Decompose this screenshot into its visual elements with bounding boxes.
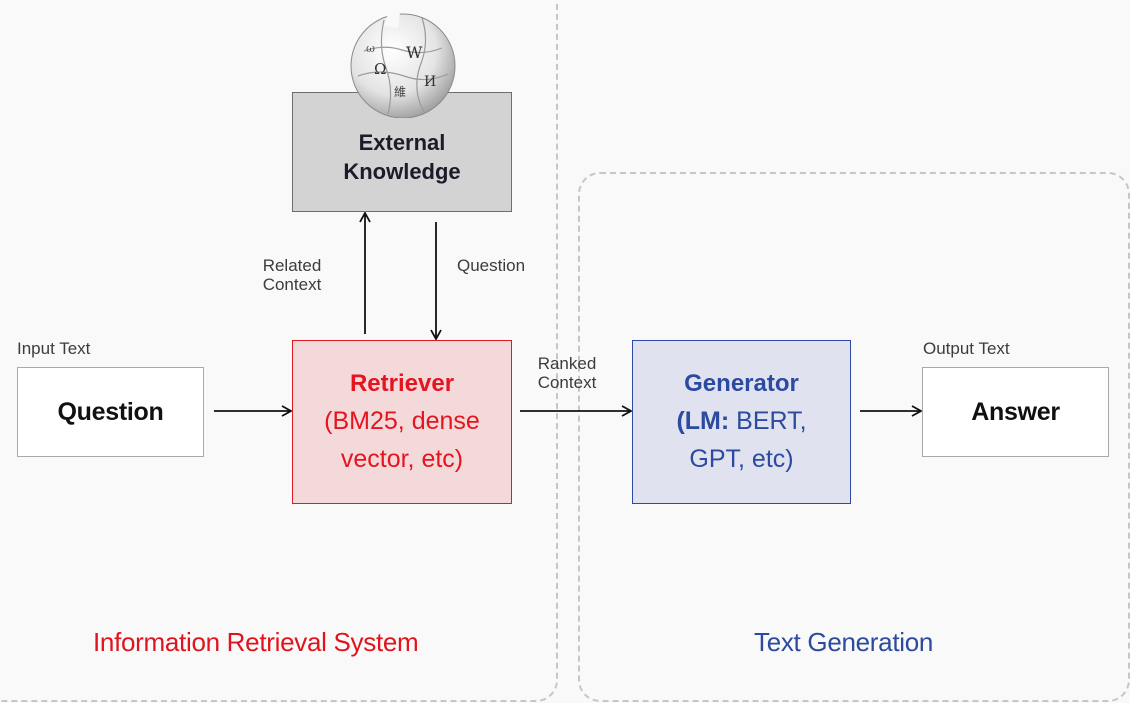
output-text-label: Output Text [923, 339, 1010, 358]
information-retrieval-title: Information Retrieval System [93, 627, 419, 657]
svg-text:W: W [406, 43, 423, 62]
ranked-context-label: Ranked Context [530, 354, 604, 392]
related-context-line2: Context [262, 275, 322, 294]
generator-title: Generator [684, 370, 799, 397]
generator-lm-bold: LM: [684, 407, 730, 435]
generator-lm-rest: BERT, [729, 407, 807, 435]
related-context-line1: Related [262, 256, 322, 275]
ranked-context-line2: Context [537, 373, 597, 392]
generator-line2: GPT, etc) [689, 445, 794, 473]
svg-text:И: И [424, 74, 436, 90]
text-generation-title: Text Generation [754, 627, 934, 657]
generator-lm-open: ( [676, 407, 685, 435]
retriever-line1: (BM25, dense [324, 407, 480, 435]
question-edge-label: Question [457, 256, 526, 275]
svg-text:維: 維 [394, 85, 406, 99]
ranked-context-line1: Ranked [537, 354, 597, 373]
retriever-box: Retriever (BM25, dense vector, etc) [292, 340, 512, 504]
external-knowledge-line2: Knowledge [343, 159, 461, 184]
external-knowledge-line1: External [358, 130, 446, 155]
related-context-label: Related Context [256, 256, 328, 294]
retriever-title: Retriever [349, 370, 455, 397]
svg-text:ω: ω [366, 42, 375, 55]
svg-text:Ω: Ω [374, 60, 386, 78]
question-box-text: Question [57, 397, 164, 426]
generator-line1: (LM: BERT, [676, 402, 806, 440]
input-text-label: Input Text [17, 339, 91, 358]
answer-box: Answer [922, 367, 1109, 457]
retriever-line2: vector, etc) [340, 445, 464, 473]
question-box: Question [17, 367, 204, 457]
text-generation-region [578, 172, 1130, 702]
generator-box: Generator (LM: BERT, GPT, etc) [632, 340, 851, 504]
answer-box-text: Answer [971, 397, 1060, 426]
wikipedia-globe-icon: Ω W И 維 ω [350, 12, 456, 118]
information-retrieval-region [0, 0, 558, 702]
